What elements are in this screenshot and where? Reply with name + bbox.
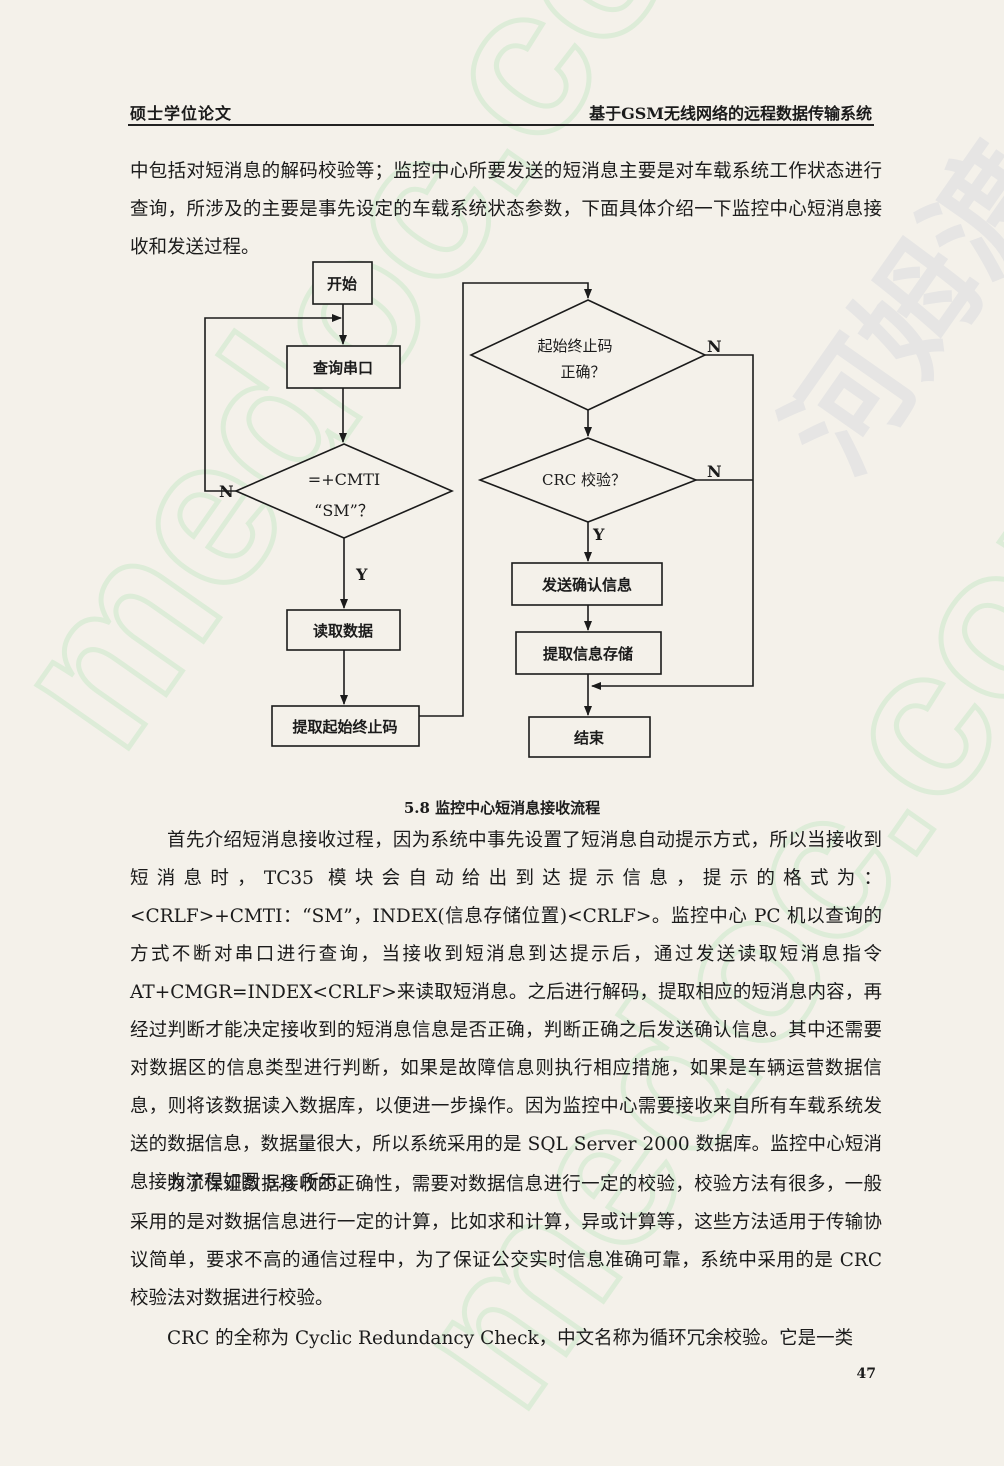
extract-store-label: 提取信息存储 xyxy=(543,645,633,663)
extract-codes-label: 提取起始终止码 xyxy=(292,718,397,736)
query-port-label: 查询串口 xyxy=(313,359,373,377)
end-box xyxy=(528,716,651,758)
cmti-decision xyxy=(233,443,455,539)
header-divider xyxy=(128,124,874,126)
body-paragraph-2: 为了保证数据接收的正确性，需要对数据信息进行一定的校验，校验方法有很多，一般采用… xyxy=(130,1174,882,1309)
crc-decision-label: CRC 校验？ xyxy=(542,471,626,489)
n-label-cmti: N xyxy=(219,482,234,501)
y-label-crc: Y xyxy=(592,525,605,544)
page-number: 47 xyxy=(856,1366,876,1382)
start-label: 开始 xyxy=(327,275,357,293)
codes-decision-line1: 起始终止码 xyxy=(537,337,612,355)
figure-caption: 5.8 监控中心短消息接收流程 xyxy=(403,799,601,817)
cmti-decision-line2: “SM”？ xyxy=(314,501,374,520)
running-header-right: 基于GSM无线网络的远程数据传输系统 xyxy=(589,104,872,123)
n-label-codes: N xyxy=(707,337,722,356)
n-label-crc: N xyxy=(707,462,722,481)
intro-paragraph: 中包括对短消息的解码校验等；监控中心所要发送的短消息主要是对车载系统工作状态进行… xyxy=(130,161,882,258)
read-data-label: 读取数据 xyxy=(313,622,373,640)
send-ack-box xyxy=(511,562,663,606)
send-ack-label: 发送确认信息 xyxy=(541,576,632,594)
body-paragraph-1: 首先介绍短消息接收过程，因为系统中事先设置了短消息自动提示方式，所以当接收到短消… xyxy=(130,830,882,1193)
extract-codes-box xyxy=(271,705,420,747)
body-paragraph-3: CRC 的全称为 Cyclic Redundancy Check，中文名称为循环… xyxy=(167,1328,854,1349)
cmti-decision-line1: =+CMTI xyxy=(308,470,380,489)
extract-store-box xyxy=(515,631,662,675)
y-label-cmti: Y xyxy=(355,565,368,584)
flowchart: 开始 查询串口 =+CMTI “SM”？ 读取数据 提取起始终止码 起始终止码 … xyxy=(204,261,754,758)
codes-decision-line2: 正确？ xyxy=(560,363,605,381)
end-label: 结束 xyxy=(574,729,605,747)
running-header-left: 硕士学位论文 xyxy=(130,104,233,123)
codes-decision xyxy=(469,299,707,411)
